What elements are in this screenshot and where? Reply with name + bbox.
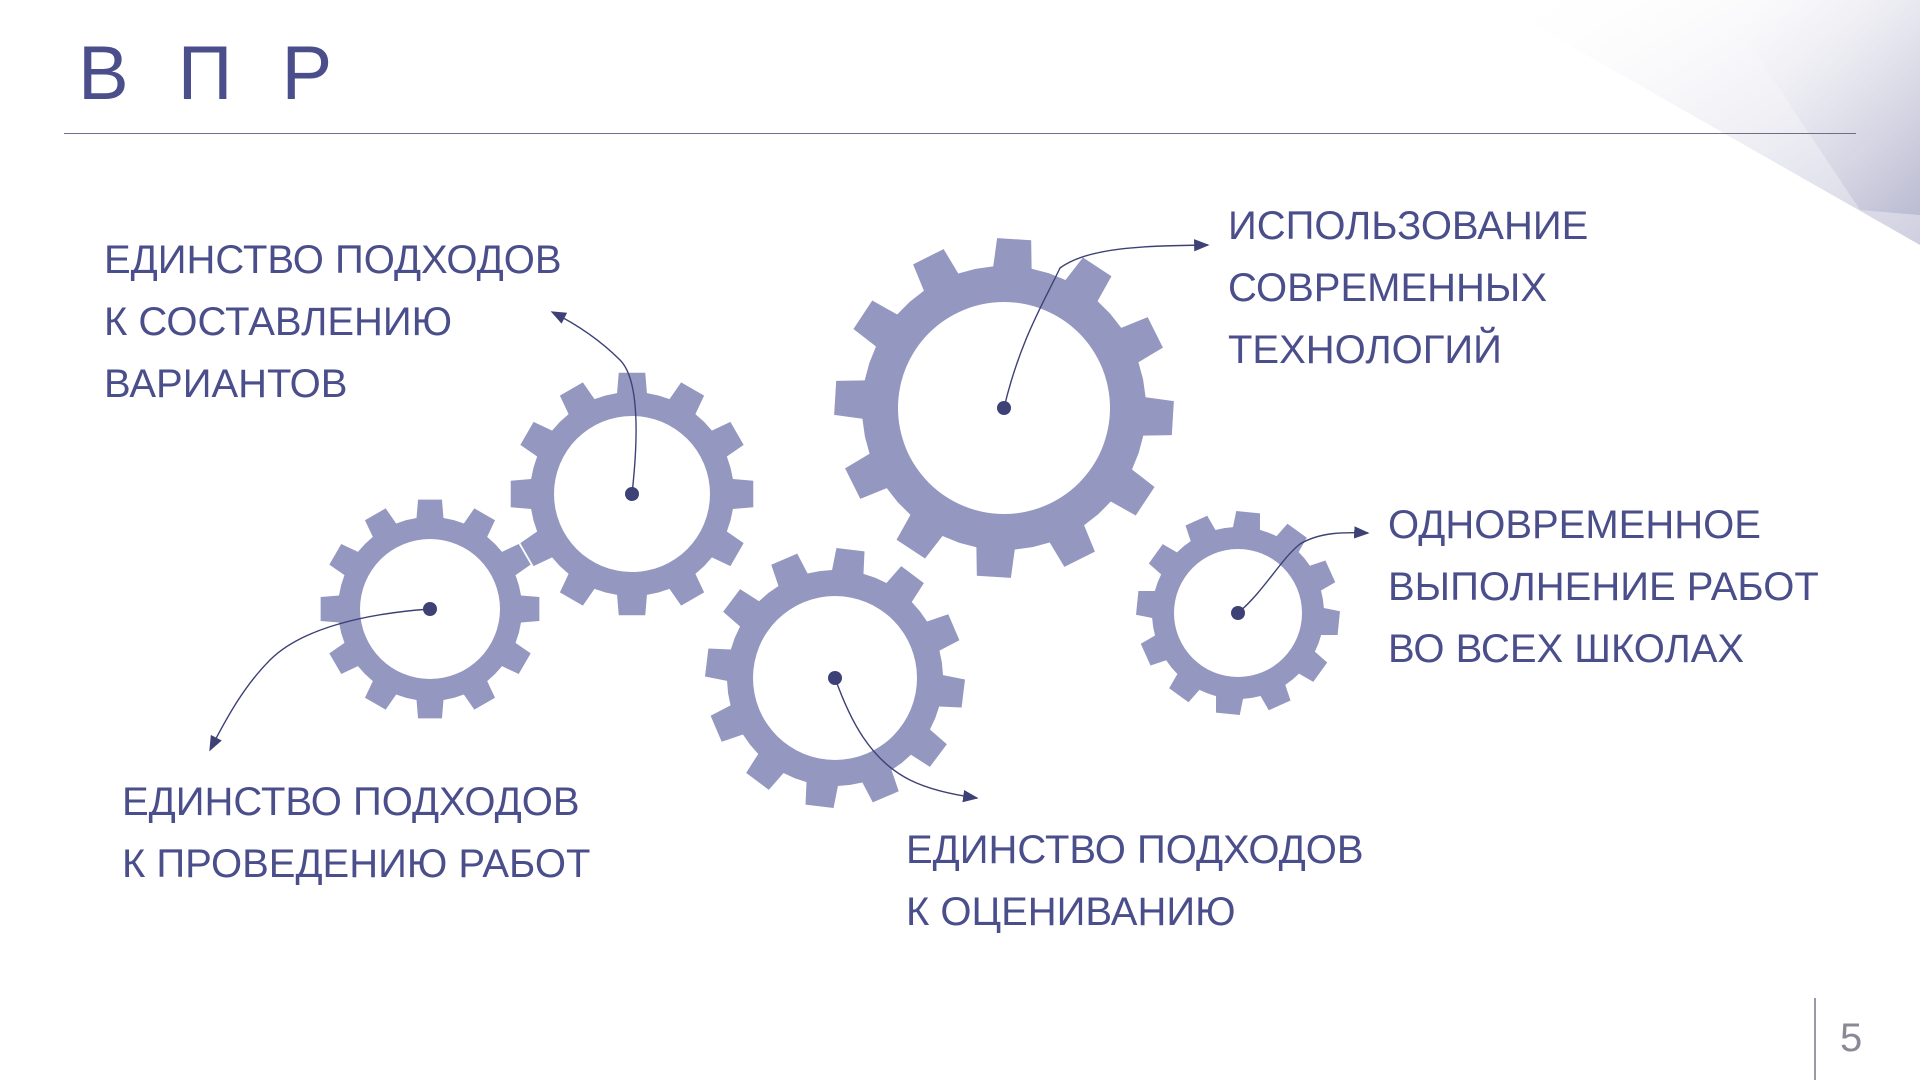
label-simultaneous-line-2: ВЫПОЛНЕНИЕ РАБОТ xyxy=(1388,565,1819,609)
label-conducting-line-2: К ПРОВЕДЕНИЮ РАБОТ xyxy=(122,842,591,886)
label-variants-line-1: ЕДИНСТВО ПОДХОДОВ xyxy=(104,238,562,282)
connector-simultaneous xyxy=(1237,526,1370,614)
label-assessment-line-2: К ОЦЕНИВАНИЮ xyxy=(906,890,1236,934)
corner-shape-front xyxy=(1720,0,1920,215)
label-variants-line-2: К СОСТАВЛЕНИЮ xyxy=(104,300,453,344)
gear-technologies xyxy=(834,238,1174,578)
label-technologies-line-1: ИСПОЛЬЗОВАНИЕ xyxy=(1228,204,1589,248)
page-title: В П Р xyxy=(78,31,347,116)
gear-variants-hub-dot xyxy=(625,487,639,501)
gear-simultaneous xyxy=(1136,511,1340,715)
connector-variants xyxy=(550,311,637,495)
gear-variants xyxy=(510,372,754,616)
label-variants-line-3: ВАРИАНТОВ xyxy=(104,362,348,406)
label-conducting-line-1: ЕДИНСТВО ПОДХОДОВ xyxy=(122,780,580,824)
connector-technologies xyxy=(1003,239,1210,409)
gear-simultaneous-hub-dot xyxy=(1231,606,1245,620)
label-variants: ЕДИНСТВО ПОДХОДОВ К СОСТАВЛЕНИЮ ВАРИАНТО… xyxy=(104,229,562,415)
label-technologies-line-2: СОВРЕМЕННЫХ xyxy=(1228,266,1548,310)
gear-conducting-hub-dot xyxy=(423,602,437,616)
label-simultaneous-line-3: ВО ВСЕХ ШКОЛАХ xyxy=(1388,627,1745,671)
page-number-separator xyxy=(1814,998,1816,1080)
page-number: 5 xyxy=(1840,1016,1863,1060)
label-simultaneous: ОДНОВРЕМЕННОЕ ВЫПОЛНЕНИЕ РАБОТ ВО ВСЕХ Ш… xyxy=(1388,494,1819,680)
label-assessment-line-1: ЕДИНСТВО ПОДХОДОВ xyxy=(906,828,1364,872)
gear-assessment-hub-dot xyxy=(828,671,842,685)
gear-assessment xyxy=(705,548,965,808)
connector-assessment xyxy=(834,677,979,803)
connector-conducting xyxy=(209,608,431,752)
label-technologies: ИСПОЛЬЗОВАНИЕ СОВРЕМЕННЫХ ТЕХНОЛОГИЙ xyxy=(1228,195,1588,381)
label-simultaneous-line-1: ОДНОВРЕМЕННОЕ xyxy=(1388,503,1761,547)
label-assessment: ЕДИНСТВО ПОДХОДОВ К ОЦЕНИВАНИЮ xyxy=(906,819,1364,943)
label-technologies-line-3: ТЕХНОЛОГИЙ xyxy=(1228,328,1502,372)
label-conducting: ЕДИНСТВО ПОДХОДОВ К ПРОВЕДЕНИЮ РАБОТ xyxy=(122,771,590,895)
gear-conducting xyxy=(320,499,540,719)
gear-technologies-hub-dot xyxy=(997,401,1011,415)
title-divider xyxy=(64,133,1856,134)
